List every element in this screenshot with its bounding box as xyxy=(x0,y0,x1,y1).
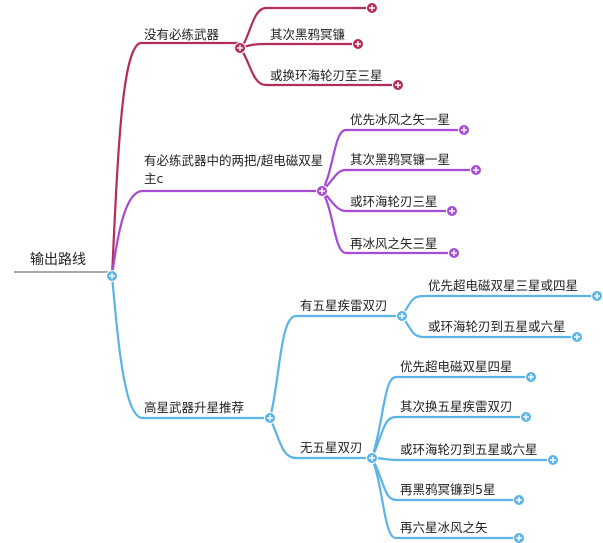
branch-2-lines xyxy=(110,128,476,277)
branch-2-label[interactable]: 有必练武器中的两把/超电磁双星主c xyxy=(144,153,324,186)
node-toggles xyxy=(106,2,603,543)
branch-3-sub-2-child-4[interactable]: 再黑鸦冥镰到5星 xyxy=(400,482,496,497)
branch-2-child-3[interactable]: 或环海轮刃三星 xyxy=(350,194,438,209)
branch-3-label[interactable]: 高星武器升星推荐 xyxy=(144,400,245,415)
branch-1-toggle-icon[interactable] xyxy=(234,42,246,54)
branch-1-label[interactable]: 没有必练武器 xyxy=(144,27,220,42)
branch-3-sub-2-child-2-toggle-icon[interactable] xyxy=(520,411,532,423)
branch-3-sub-1-child-1-toggle-icon[interactable] xyxy=(591,290,603,302)
branch-3-sub-1[interactable]: 有五星疾雷双刃 xyxy=(300,298,388,313)
branch-3-sub-1-child-2[interactable]: 或环海轮刃到五星或六星 xyxy=(428,319,566,334)
root-node[interactable]: 输出路线 xyxy=(30,252,86,268)
branch-1-child-1-toggle-icon[interactable] xyxy=(366,2,378,14)
branch-3-sub-2-child-3-toggle-icon[interactable] xyxy=(547,454,559,466)
root-toggle-icon[interactable] xyxy=(106,270,118,282)
branch-2-toggle-icon[interactable] xyxy=(316,185,328,197)
branch-3-sub-2[interactable]: 无五星双刃 xyxy=(300,440,363,455)
branch-2-child-4-toggle-icon[interactable] xyxy=(448,247,460,259)
branch-3-sub-1-toggle-icon[interactable] xyxy=(396,310,408,322)
branch-2-child-2[interactable]: 其次黑鸦冥镰一星 xyxy=(350,152,451,167)
branch-3-sub-2-toggle-icon[interactable] xyxy=(366,452,378,464)
branch-1-child-1[interactable]: 其次黑鸦冥镰 xyxy=(270,27,346,42)
branch-3-sub-2-child-5[interactable]: 再六星冰风之矢 xyxy=(400,520,488,535)
branch-3-sub-1-child-1[interactable]: 优先超电磁双星三星或四星 xyxy=(428,278,579,293)
branch-2-child-1-toggle-icon[interactable] xyxy=(458,124,470,136)
branch-2-child-4[interactable]: 再冰风之矢三星 xyxy=(350,236,438,251)
branch-3-toggle-icon[interactable] xyxy=(264,412,276,424)
branch-3-sub-2-child-2[interactable]: 其次换五星疾雷双刃 xyxy=(400,399,513,414)
branch-3-sub-2-child-5-toggle-icon[interactable] xyxy=(513,532,525,543)
branch-2-child-2-toggle-icon[interactable] xyxy=(470,164,482,176)
branch-3-sub-2-child-3[interactable]: 或环海轮刃到五星或六星 xyxy=(400,442,538,457)
branch-1-child-2[interactable]: 或换环海轮刃至三星 xyxy=(270,68,383,83)
branch-3-sub-1-child-2-toggle-icon[interactable] xyxy=(571,331,583,343)
branch-2-child-3-toggle-icon[interactable] xyxy=(446,205,458,217)
branch-1-child-3-toggle-icon[interactable] xyxy=(392,79,404,91)
branch-3-sub-2-child-1-toggle-icon[interactable] xyxy=(525,371,537,383)
branch-3-sub-2-child-1[interactable]: 优先超电磁双星四星 xyxy=(400,359,513,374)
branch-1-child-2-toggle-icon[interactable] xyxy=(352,38,364,50)
branch-2-child-1[interactable]: 优先冰风之矢一星 xyxy=(350,112,451,127)
branch-3-sub-2-child-4-toggle-icon[interactable] xyxy=(513,494,525,506)
branch-3-lines xyxy=(110,275,597,540)
